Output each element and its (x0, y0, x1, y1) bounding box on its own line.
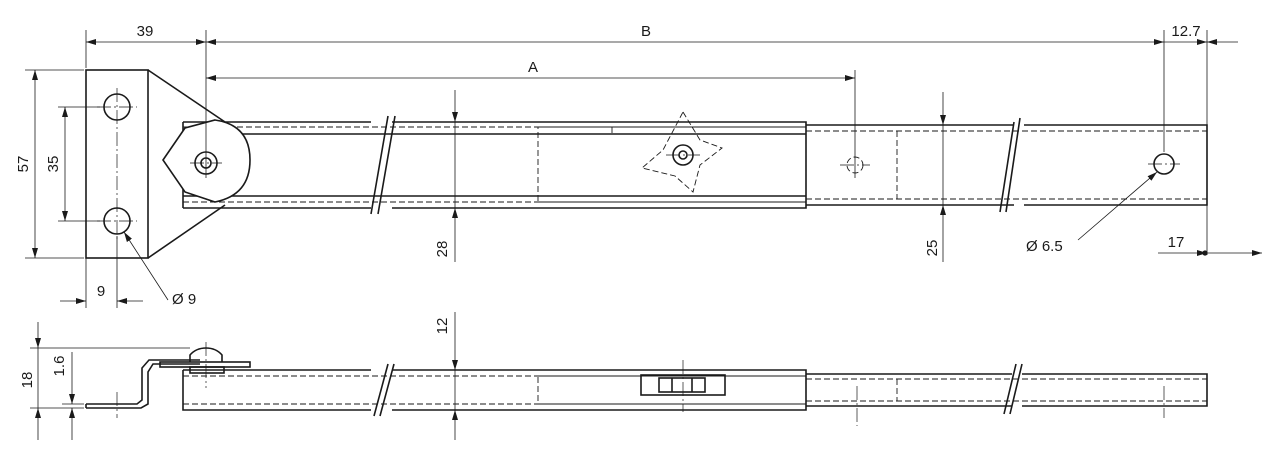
dim-12-label: 12 (434, 318, 451, 335)
outer-bar-break-2 (377, 115, 396, 215)
bracket-taper-bottom (147, 204, 226, 259)
side-outer-bar-break-2 (379, 363, 395, 417)
dim-18-label: 18 (19, 372, 36, 389)
outer-bar-break-1 (370, 115, 389, 215)
dim-dia-9-label: Ø 9 (172, 291, 196, 308)
dim-1-6: 1.6 (51, 352, 84, 440)
dim-28-label: 28 (434, 241, 451, 258)
dim-12-7: 12.7 (1164, 23, 1238, 255)
side-inner-bar-outline (806, 373, 1208, 407)
dim-39: 39 (85, 23, 206, 68)
side-bracket (85, 359, 200, 418)
star-knob-outline (641, 111, 723, 193)
inner-bar-break-1 (999, 121, 1015, 213)
outer-bar (182, 115, 807, 215)
dim-a: A (206, 59, 856, 178)
side-bracket-profile-inner (86, 359, 200, 405)
side-inner-bar-break-1 (1003, 363, 1017, 415)
inner-bar (806, 117, 1208, 213)
dim-dia-9: Ø 9 (123, 231, 196, 308)
top-view: 39 B 12.7 A 57 (15, 23, 1262, 308)
side-inner-hidden-section (537, 375, 807, 405)
dim-17: 17 (1158, 234, 1262, 256)
side-pivot (159, 342, 251, 388)
dim-b: B (206, 23, 1165, 152)
dim-dia-6-5-label: Ø 6.5 (1026, 238, 1063, 255)
dim-35: 35 (45, 106, 100, 222)
side-bracket-profile-outer (86, 363, 200, 409)
dim-1-6-label: 1.6 (51, 356, 68, 377)
inner-bar-break-2 (1005, 117, 1021, 213)
star-knob (641, 111, 723, 193)
dim-12-7-label: 12.7 (1171, 23, 1200, 40)
outer-bar-outline (183, 121, 807, 209)
dim-b-label: B (641, 23, 651, 40)
dim-12: 12 (434, 312, 458, 440)
pivot-cap (162, 30, 251, 203)
dim-9-label: 9 (97, 283, 105, 300)
side-inner-bar-break-2 (1009, 363, 1023, 415)
dim-39-label: 39 (137, 23, 154, 40)
side-slider (640, 360, 726, 412)
bracket-taper-top (147, 69, 226, 123)
dim-28: 28 (434, 90, 458, 262)
dim-57: 57 (15, 69, 84, 259)
side-outer-bar (182, 363, 807, 417)
side-outer-bar-break-1 (373, 363, 389, 417)
dim-18: 18 (19, 322, 190, 440)
dim-17-label: 17 (1168, 234, 1185, 251)
dim-9: 9 (60, 236, 143, 308)
side-inner-bar (806, 363, 1208, 426)
dim-25-label: 25 (924, 240, 941, 257)
dim-dia-6-5: Ø 6.5 (1026, 171, 1158, 255)
side-slider-insert (658, 377, 706, 393)
dim-25: 25 (924, 92, 946, 262)
pivot-cap-outline (162, 119, 251, 203)
dim-57-label: 57 (15, 156, 32, 173)
dim-a-label: A (528, 59, 538, 76)
inner-bar-hidden-section (537, 126, 807, 203)
dim-35-label: 35 (45, 156, 62, 173)
side-view: 18 1.6 12 (19, 312, 1208, 440)
